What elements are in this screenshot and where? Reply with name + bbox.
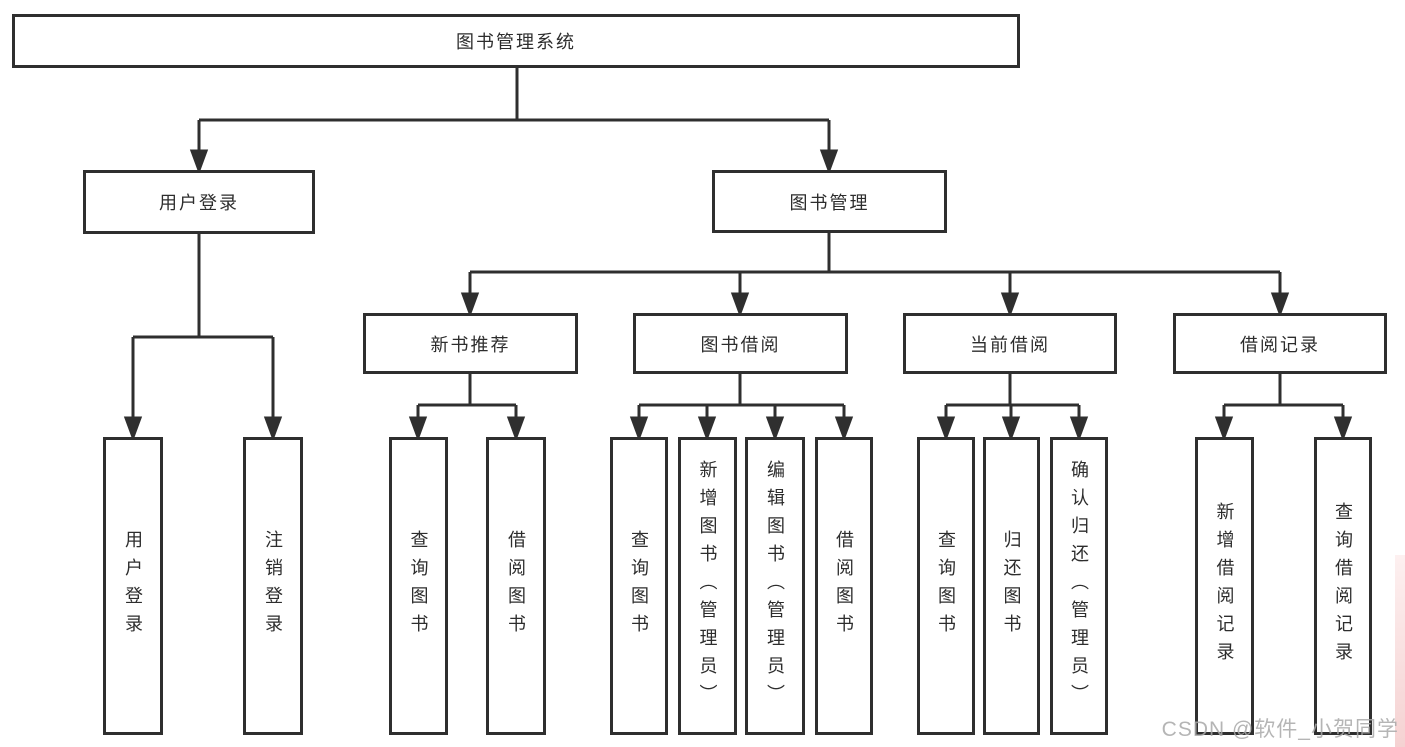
- connector-root-to-level2: [189, 68, 839, 175]
- node-book-management-branch: 图书管理: [712, 170, 947, 233]
- connector-current-to-leaves: [936, 374, 1089, 442]
- leaf-newrec-borrow-books: 借阅图书: [486, 437, 546, 735]
- leaf-current-return-books: 归还图书: [983, 437, 1040, 735]
- node-book-borrowing: 图书借阅: [633, 313, 848, 374]
- node-borrowing-records: 借阅记录: [1173, 313, 1387, 374]
- leaf-borrow-query-books: 查询图书: [610, 437, 668, 735]
- connector-bookmgmt-to-level3: [460, 233, 1290, 318]
- leaf-current-confirm-return-admin: 确认归还（管理员）: [1050, 437, 1108, 735]
- node-new-book-recommendation: 新书推荐: [363, 313, 578, 374]
- leaf-records-query-record: 查询借阅记录: [1314, 437, 1372, 735]
- node-current-borrowing: 当前借阅: [903, 313, 1117, 374]
- connector-records-to-leaves: [1214, 374, 1353, 442]
- node-user-login-branch: 用户登录: [83, 170, 315, 234]
- leaf-borrow-add-books-admin: 新增图书（管理员）: [678, 437, 737, 735]
- connector-newrec-to-leaves: [408, 374, 526, 442]
- node-library-management-system: 图书管理系统: [12, 14, 1020, 68]
- leaf-logout: 注销登录: [243, 437, 303, 735]
- leaf-user-login: 用户登录: [103, 437, 163, 735]
- csdn-watermark: CSDN @软件_小贺同学: [1161, 718, 1399, 741]
- leaf-records-add-record: 新增借阅记录: [1195, 437, 1254, 735]
- connector-userlogin-to-leaves: [123, 234, 283, 442]
- leaf-newrec-query-books: 查询图书: [389, 437, 448, 735]
- right-edge-pink-strip: [1395, 555, 1405, 747]
- leaf-borrow-borrow-books: 借阅图书: [815, 437, 873, 735]
- leaf-borrow-edit-books-admin: 编辑图书（管理员）: [745, 437, 805, 735]
- leaf-current-query-books: 查询图书: [917, 437, 975, 735]
- connector-borrow-to-leaves: [629, 374, 854, 442]
